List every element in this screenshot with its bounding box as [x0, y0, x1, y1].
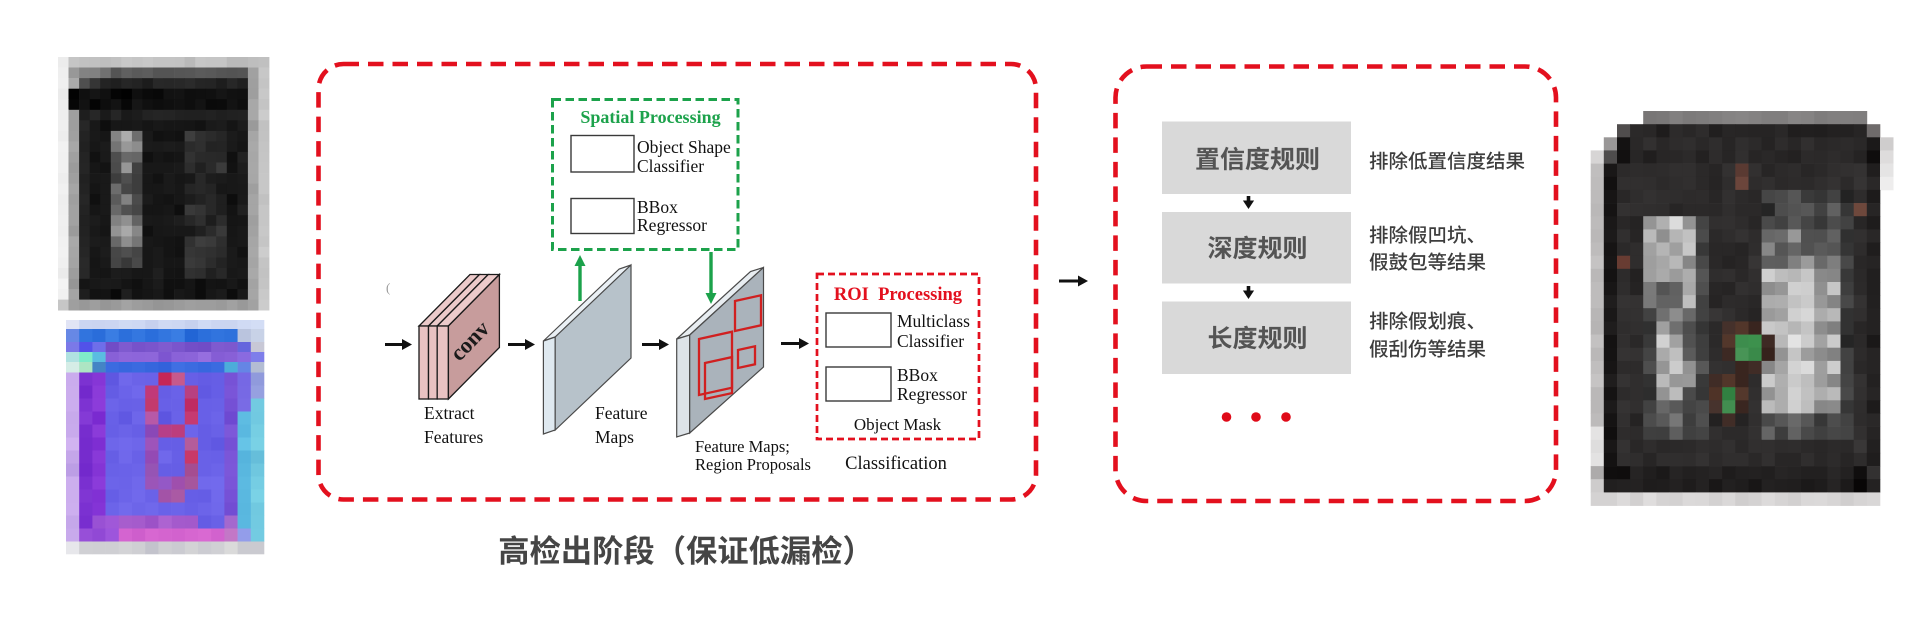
- svg-text:(: (: [386, 280, 390, 295]
- svg-text:Feature Maps;: Feature Maps;: [695, 437, 790, 456]
- svg-text:Classifier: Classifier: [897, 331, 964, 351]
- svg-text:BBox: BBox: [897, 365, 938, 385]
- svg-text:BBox: BBox: [637, 197, 678, 217]
- svg-text:Region Proposals: Region Proposals: [695, 455, 811, 474]
- svg-text:Classification: Classification: [845, 454, 947, 474]
- svg-text:Extract: Extract: [424, 403, 475, 423]
- svg-text:Features: Features: [424, 427, 483, 447]
- svg-text:Maps: Maps: [595, 427, 634, 447]
- svg-text:Object Shape: Object Shape: [637, 137, 731, 157]
- svg-text:Regressor: Regressor: [897, 384, 967, 404]
- svg-text:Multiclass: Multiclass: [897, 311, 970, 331]
- svg-text:Feature: Feature: [595, 403, 648, 423]
- svg-text:Spatial Processing: Spatial Processing: [580, 107, 720, 127]
- svg-text:Regressor: Regressor: [637, 215, 707, 235]
- svg-text:Classifier: Classifier: [637, 156, 704, 176]
- svg-text:ROI Processing: ROI Processing: [834, 285, 963, 305]
- svg-text:Object Mask: Object Mask: [854, 415, 942, 434]
